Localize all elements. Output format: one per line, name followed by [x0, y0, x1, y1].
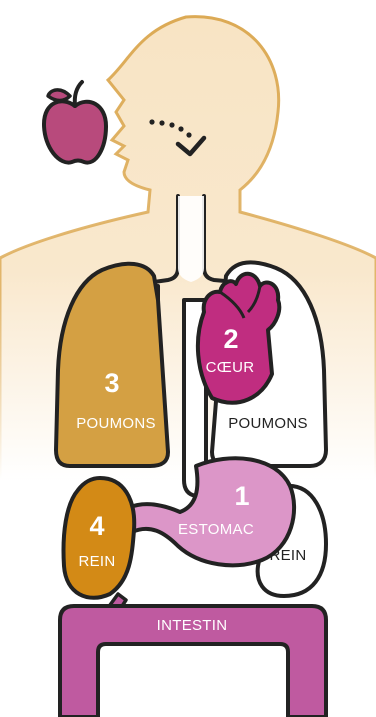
- left-lung-label: POUMONS: [76, 415, 156, 432]
- stomach-number: 1: [234, 481, 249, 511]
- right-lung-label: POUMONS: [228, 415, 308, 432]
- heart-number: 2: [223, 324, 238, 354]
- stomach-label: ESTOMAC: [178, 521, 254, 538]
- heart-label: CŒUR: [206, 359, 255, 376]
- heart: 2 CŒUR: [198, 274, 279, 403]
- left-kidney: 4 REIN: [64, 478, 135, 622]
- apple-icon: [44, 82, 106, 163]
- intestine: INTESTIN: [60, 606, 326, 717]
- left-kidney-number: 4: [89, 511, 104, 541]
- intestine-label: INTESTIN: [157, 617, 228, 634]
- left-kidney-label: REIN: [78, 553, 115, 570]
- left-lung-number: 3: [104, 368, 119, 398]
